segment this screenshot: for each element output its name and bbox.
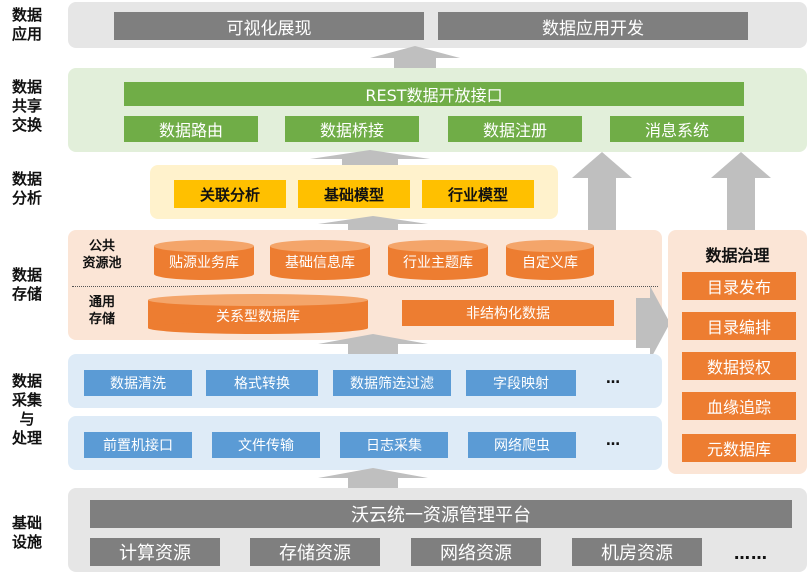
relational-db: 关系型数据库: [148, 294, 368, 334]
infra-item-storage: 存储资源: [250, 538, 380, 566]
processing-more-row2: …: [606, 433, 621, 449]
layer-label-application: 数据 应用: [11, 6, 42, 43]
up-arrow-icon: [370, 46, 460, 70]
collection-item-file: 文件传输: [212, 432, 320, 458]
up-arrow-icon: [318, 334, 428, 354]
public-db-base-info: 基础信息库: [270, 240, 370, 280]
infra-item-compute: 计算资源: [90, 538, 220, 566]
right-arrow-icon: [636, 286, 670, 360]
up-arrow-icon: [310, 150, 430, 168]
analysis-item-base-model: 基础模型: [298, 180, 410, 208]
collection-item-log: 日志采集: [340, 432, 448, 458]
app-item-visualization: 可视化展现: [114, 12, 424, 40]
sharing-item-routing: 数据路由: [124, 116, 258, 142]
infra-item-network: 网络资源: [411, 538, 541, 566]
up-arrow-icon: [318, 216, 428, 232]
layer-label-storage: 数据 存储: [11, 266, 42, 303]
public-db-industry: 行业主题库: [388, 240, 488, 280]
layer-label-analysis: 数据 分析: [11, 170, 42, 207]
storage-divider: [72, 286, 658, 287]
sharing-item-bridging: 数据桥接: [285, 116, 419, 142]
governance-item-catalog-publish: 目录发布: [682, 272, 796, 300]
rest-api-bar: REST数据开放接口: [124, 82, 744, 106]
sharing-item-registry: 数据注册: [448, 116, 582, 142]
public-db-custom: 自定义库: [506, 240, 594, 280]
storage-general-label: 通用 存储: [88, 295, 115, 327]
governance-title: 数据治理: [705, 246, 770, 265]
governance-item-catalog-arrange: 目录编排: [682, 312, 796, 340]
processing-item-mapping: 字段映射: [466, 370, 576, 396]
infra-item-datacenter: 机房资源: [572, 538, 702, 566]
governance-item-lineage: 血缘追踪: [682, 392, 796, 420]
layer-label-infrastructure: 基础 设施: [11, 514, 42, 551]
sharing-item-messaging: 消息系统: [610, 116, 744, 142]
up-arrow-icon: [572, 152, 632, 232]
app-item-development: 数据应用开发: [438, 12, 748, 40]
governance-item-authorization: 数据授权: [682, 352, 796, 380]
infra-more: ……: [734, 544, 768, 563]
resource-platform-bar: 沃云统一资源管理平台: [90, 500, 792, 528]
analysis-item-association: 关联分析: [174, 180, 286, 208]
layer-label-sharing: 数据 共享 交换: [11, 78, 42, 134]
processing-item-filter: 数据筛选过滤: [333, 370, 451, 396]
layer-label-collection: 数据 采集 与 处理: [11, 372, 42, 447]
collection-item-frontend: 前置机接口: [84, 432, 192, 458]
up-arrow-icon: [318, 468, 428, 488]
processing-item-cleaning: 数据清洗: [84, 370, 192, 396]
up-arrow-icon: [711, 152, 771, 232]
governance-item-metadata: 元数据库: [682, 434, 796, 462]
unstructured-data: 非结构化数据: [402, 300, 614, 326]
analysis-item-industry-model: 行业模型: [422, 180, 534, 208]
storage-public-label: 公共 资源池: [82, 239, 122, 271]
public-db-source: 贴源业务库: [154, 240, 254, 280]
processing-item-format: 格式转换: [206, 370, 318, 396]
processing-more-row1: …: [606, 371, 621, 387]
collection-item-crawler: 网络爬虫: [468, 432, 576, 458]
